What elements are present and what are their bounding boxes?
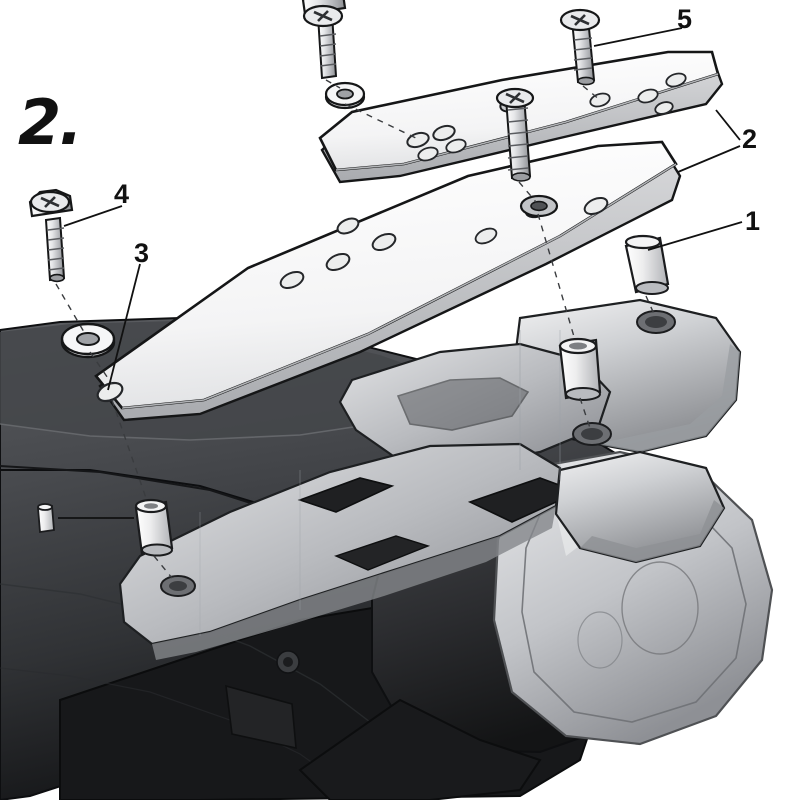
washer-plate-seat	[519, 194, 559, 218]
lower-plate-hole-6	[583, 196, 609, 216]
leader-4	[63, 205, 123, 227]
washer-top	[324, 81, 366, 110]
bolt-parts	[28, 0, 601, 283]
leader-1	[647, 221, 743, 251]
callout-leader-lines	[58, 27, 743, 519]
rear-vent-block	[225, 684, 297, 750]
tail-light-reflector-1	[621, 561, 699, 655]
seat-edge-line-4	[0, 667, 349, 789]
aluminium-carrier-subframe	[118, 298, 742, 660]
upper-plate-hole-8	[654, 101, 674, 115]
guide-washer-top	[344, 103, 421, 141]
lower-plate-hole-1	[96, 381, 124, 403]
lower-plate-hole-2	[279, 270, 305, 290]
bolt-upper-right	[559, 8, 601, 86]
leader-3	[107, 263, 141, 391]
leader-2-upper	[715, 109, 741, 141]
spacer-small-left	[37, 503, 55, 534]
rear-bolt-detail-inner	[283, 657, 293, 667]
leader-2-lower	[677, 145, 741, 173]
callout-label-4: 4	[114, 179, 130, 209]
guide-spacer-left-to-frame	[153, 555, 173, 579]
spacer-right	[624, 234, 670, 295]
callout-label-3: 3	[134, 238, 150, 268]
callout-label-5: 5	[677, 4, 693, 34]
carrier-hole-mid-inner	[581, 428, 603, 440]
guide-spacer-left-down	[111, 399, 147, 499]
lower-plate-hole-4	[371, 232, 397, 252]
carrier-arm-lower-left-shade	[152, 506, 556, 660]
guide-bolt-middle	[518, 181, 537, 203]
spacer-lower-left	[134, 498, 174, 557]
guide-spacer-mid	[579, 397, 591, 429]
carrier-hole-right-inner	[645, 316, 667, 328]
upper-plate-hole-3	[417, 146, 439, 162]
step-number: 2.	[18, 86, 83, 159]
assembly-guide-lines	[55, 79, 655, 579]
washer-left	[60, 322, 116, 359]
guide-bolt-upper-right	[582, 85, 601, 101]
lower-plate-hole-8	[474, 227, 498, 245]
callout-label-2: 2	[742, 124, 758, 154]
spacer-parts	[37, 234, 670, 557]
bolt-middle	[495, 87, 535, 182]
upper-plate-hole-2	[432, 124, 456, 142]
tail-light-reflector-2	[577, 611, 623, 669]
leader-5	[593, 27, 683, 47]
spacer-middle	[558, 337, 602, 401]
upper-plate-hole-6	[637, 88, 659, 104]
carrier-brace-shade	[580, 500, 724, 562]
guide-bolt-4	[55, 283, 85, 333]
washer-parts	[60, 81, 559, 359]
guide-bolt-top-left	[325, 79, 341, 89]
grip-pad-1	[297, 477, 395, 513]
upper-plate-hole-7	[665, 72, 687, 88]
bolt-upper-left	[28, 188, 74, 283]
callout-label-1: 1	[745, 206, 761, 236]
lower-plate-hole-5	[336, 217, 360, 235]
carrier-rail-right-shade	[596, 344, 740, 452]
lower-plate-hole-3	[325, 252, 351, 272]
grip-pad-3	[334, 535, 431, 571]
bolt-top-left	[301, 0, 347, 80]
upper-plate-hole-4	[445, 138, 467, 154]
guide-plate-to-carrier	[537, 213, 576, 341]
carrier-hole-left-inner	[169, 581, 187, 591]
guide-spacer-right	[645, 295, 655, 315]
rear-lower-panel	[298, 698, 542, 800]
